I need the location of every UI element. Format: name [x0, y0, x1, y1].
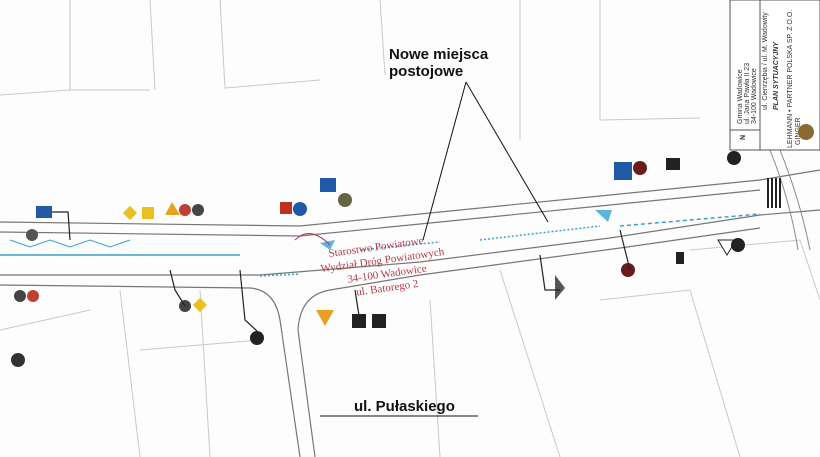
sign-leaders	[52, 211, 631, 332]
title-block: PLAN SYTUACYJNY LEHMANN • PARTNER POLSKA…	[729, 0, 820, 151]
title-block-investor-3: 34-100 Wadowice	[751, 68, 758, 124]
title-block-investor-2: ul. Jana Pawła II 23	[744, 63, 751, 124]
annotation-line-2: postojowe	[389, 63, 464, 80]
emblem-icon	[798, 124, 814, 140]
signature-mark	[294, 233, 331, 246]
crosswalk	[767, 178, 781, 208]
annotation-line-1: Nowe miejsca	[389, 46, 489, 63]
north-arrow-label: N	[740, 135, 747, 140]
road-signs	[11, 151, 745, 367]
title-block-company: LEHMANN • PARTNER POLSKA SP. Z O.O.	[787, 10, 794, 148]
title-block-location: ul. Cienrzębia / ul. M. Wadowity	[762, 12, 769, 110]
title-block-title: PLAN SYTUACYJNY	[773, 41, 780, 110]
street-label: ul. Pułaskiego	[354, 398, 455, 415]
parking-annotation: Nowe miejsca postojowe	[389, 46, 488, 80]
parking-markings	[0, 213, 761, 277]
annotation-leaders	[320, 81, 549, 417]
hatched-areas	[320, 210, 612, 250]
title-block-investor-1: Gmina Wadowice	[737, 69, 744, 124]
side-road	[769, 149, 811, 251]
